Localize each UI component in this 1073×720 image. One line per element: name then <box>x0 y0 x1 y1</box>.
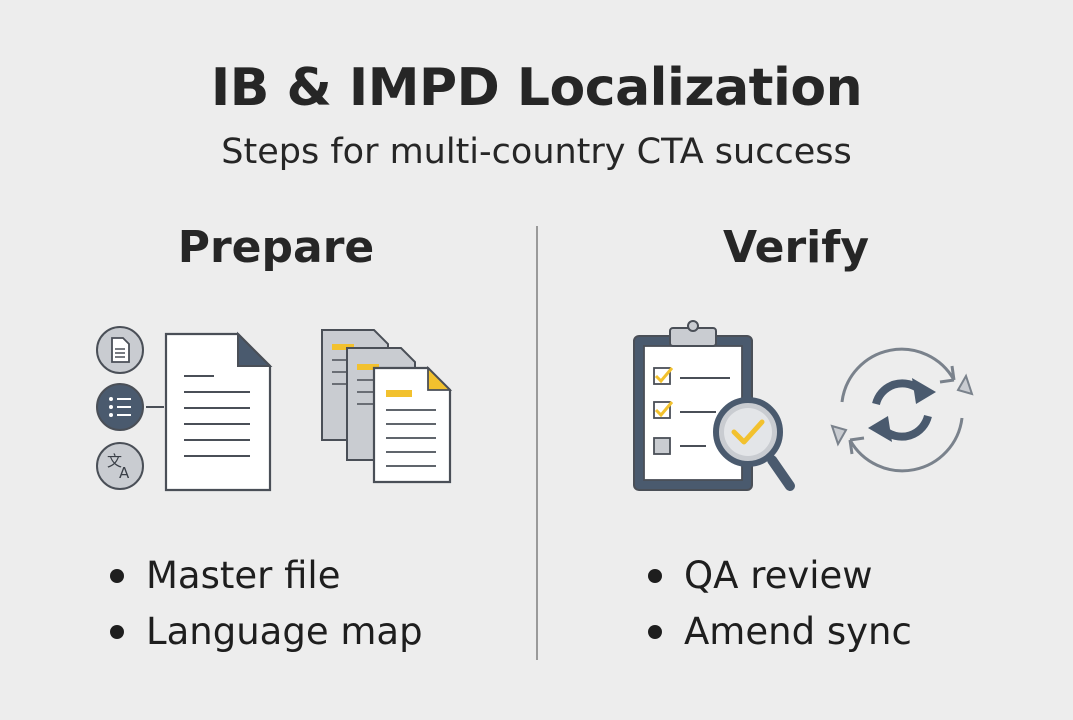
bullet-dot <box>110 569 124 583</box>
bullet-dot <box>110 625 124 639</box>
page-title: IB & IMPD Localization <box>210 58 863 118</box>
sync-arrows-icon <box>830 347 974 473</box>
svg-text:A: A <box>119 464 130 482</box>
bullet-dot <box>648 625 662 639</box>
verify-heading: Verify <box>722 222 870 273</box>
prepare-bullet-list: Master file Language map <box>108 548 423 660</box>
page-subtitle: Steps for multi-country CTA success <box>221 132 852 172</box>
verify-bullet-list: QA review Amend sync <box>646 548 912 660</box>
bullet-text: Language map <box>146 610 423 653</box>
list-item: Master file <box>108 548 423 604</box>
master-document-icon <box>164 331 273 492</box>
list-item: Amend sync <box>646 604 912 660</box>
translate-icon: 文 A <box>96 442 144 490</box>
verify-illustration <box>633 320 974 491</box>
magnifier-check-icon <box>713 397 795 491</box>
list-icon <box>96 383 144 431</box>
column-divider <box>536 226 538 660</box>
prepare-heading: Prepare <box>177 222 375 273</box>
svg-text:文: 文 <box>107 452 122 470</box>
bullet-text: QA review <box>684 554 873 597</box>
stacked-documents-icon <box>321 329 453 484</box>
bullet-text: Master file <box>146 554 341 597</box>
bullet-dot <box>648 569 662 583</box>
document-icon <box>96 326 144 374</box>
list-item: QA review <box>646 548 912 604</box>
list-item: Language map <box>108 604 423 660</box>
prepare-illustration: 文 A <box>96 326 453 492</box>
bullet-text: Amend sync <box>684 610 912 653</box>
